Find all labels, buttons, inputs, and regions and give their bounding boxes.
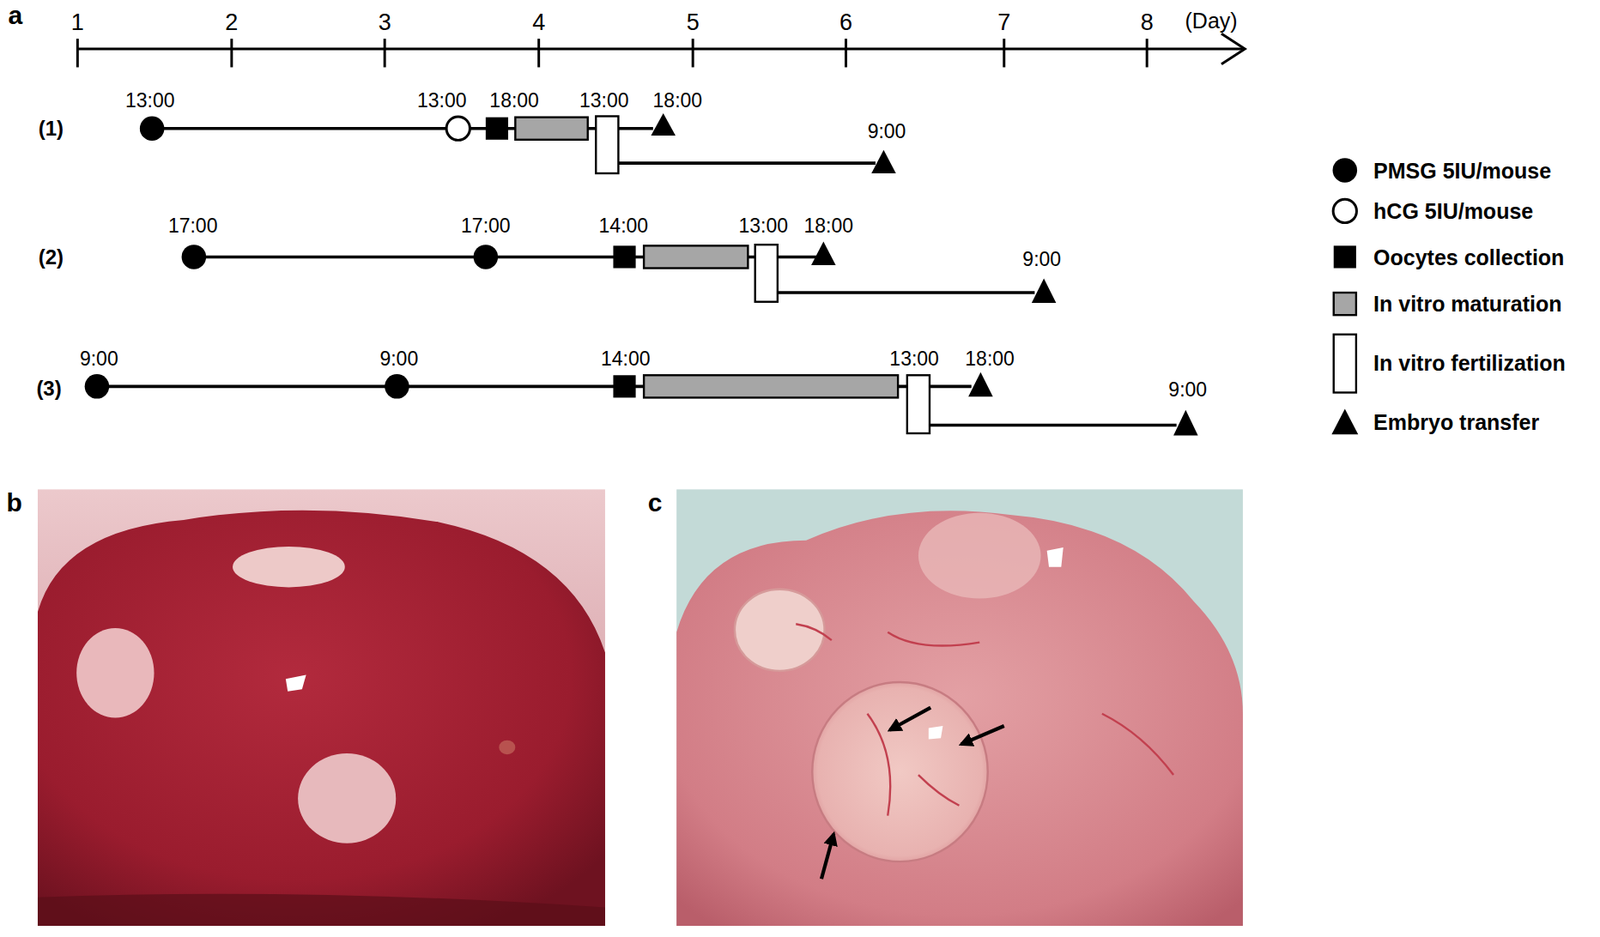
legend-text: In vitro fertilization [1373, 352, 1566, 375]
transfer-triangle [811, 242, 837, 266]
time-label: 13:00 [579, 90, 630, 110]
legend-sample [1333, 245, 1357, 268]
maturation-bar [515, 117, 588, 140]
pmsg-dot [139, 115, 165, 141]
protocol-number: (2) [38, 247, 64, 268]
protocol-number: (3) [36, 378, 61, 400]
legend-text: Oocytes collection [1373, 246, 1564, 268]
protocol-line [777, 290, 1036, 295]
time-label: 17:00 [460, 215, 511, 236]
pmsg-dot [473, 244, 499, 270]
pointer-arrow [821, 834, 834, 879]
time-axis [77, 48, 1243, 51]
follicle-bulge [812, 682, 988, 862]
panel-letter: b [6, 490, 22, 516]
ovary-shadow [37, 894, 606, 927]
follicle-spot [232, 546, 346, 588]
axis-arrowhead [1221, 33, 1245, 65]
day-number: 6 [839, 11, 853, 35]
legend-text: Embryo transfer [1373, 412, 1540, 434]
legend-sample [1333, 334, 1357, 394]
day-tick [1002, 38, 1006, 67]
time-label: 9:00 [379, 349, 419, 370]
follicle-bulge [918, 513, 1042, 600]
fertilization-bar [907, 375, 930, 434]
day-number: 3 [378, 11, 392, 35]
day-number: 1 [71, 11, 85, 35]
protocol-line [618, 161, 876, 165]
transfer-triangle [871, 150, 897, 174]
transfer-triangle [1173, 410, 1199, 437]
day-number: 5 [686, 11, 700, 35]
panel-letter: a [7, 2, 23, 29]
transfer-triangle [650, 113, 676, 136]
ovary-photo [37, 510, 606, 927]
follicle-spot [297, 753, 396, 844]
legend-sample [1333, 157, 1358, 183]
maturation-bar [643, 245, 748, 268]
pmsg-dot [384, 374, 410, 400]
fertilization-bar [755, 244, 778, 303]
day-tick [537, 38, 540, 67]
collection-square [485, 117, 509, 140]
time-label: 13:00 [417, 90, 467, 110]
time-label: 13:00 [889, 349, 940, 370]
legend-sample [1331, 408, 1358, 435]
day-tick [1145, 38, 1149, 67]
legend-text: hCG 5IU/mouse [1373, 200, 1534, 223]
light-glint [928, 726, 944, 740]
photo-background [676, 489, 1243, 927]
time-label: 17:00 [168, 215, 219, 236]
pointer-arrow [961, 726, 1005, 745]
time-label: 9:00 [79, 349, 119, 370]
legend-sample [1333, 199, 1357, 223]
day-tick [844, 38, 848, 67]
legend-text: In vitro maturation [1373, 293, 1562, 316]
legend-text: PMSG 5IU/mouse [1373, 159, 1552, 182]
time-label: 9:00 [1168, 380, 1207, 400]
transfer-triangle [1031, 278, 1057, 304]
day-tick [230, 38, 233, 67]
follicle-spot [76, 628, 154, 719]
transfer-triangle [968, 372, 994, 398]
pointer-arrow [890, 708, 932, 731]
collection-square [612, 375, 636, 398]
ovary-photo [676, 510, 1243, 927]
time-label: 18:00 [964, 349, 1015, 370]
hcg-dot [446, 116, 470, 140]
day-tick [76, 38, 79, 67]
collection-square [612, 245, 636, 268]
day-number: 4 [532, 11, 546, 35]
legend-sample [1333, 292, 1357, 316]
panel-letter: c [648, 490, 663, 516]
protocol-line [929, 424, 1177, 428]
time-label: 9:00 [867, 121, 907, 142]
axis-unit: (Day) [1185, 9, 1238, 31]
follicle-spot [498, 740, 516, 756]
day-tick [383, 38, 387, 67]
pmsg-dot [181, 244, 207, 270]
photo-background [37, 489, 606, 927]
fertilization-bar [595, 115, 619, 174]
maturation-bar [643, 375, 898, 398]
time-label: 18:00 [489, 90, 540, 110]
time-label: 18:00 [653, 90, 704, 110]
follicle-bulge [734, 589, 825, 672]
light-glint [285, 675, 307, 692]
light-glint [1047, 547, 1064, 568]
day-number: 2 [224, 11, 238, 35]
time-label: 14:00 [599, 215, 649, 236]
protocol-number: (1) [38, 118, 64, 140]
day-tick [691, 38, 695, 67]
time-label: 14:00 [600, 349, 651, 370]
time-label: 9:00 [1022, 248, 1061, 269]
time-label: 18:00 [804, 215, 855, 236]
blood-vessel [795, 624, 1174, 816]
day-number: 8 [1140, 11, 1154, 35]
pmsg-dot [84, 374, 110, 400]
time-label: 13:00 [125, 90, 176, 110]
day-number: 7 [997, 11, 1011, 35]
time-label: 13:00 [738, 215, 788, 236]
